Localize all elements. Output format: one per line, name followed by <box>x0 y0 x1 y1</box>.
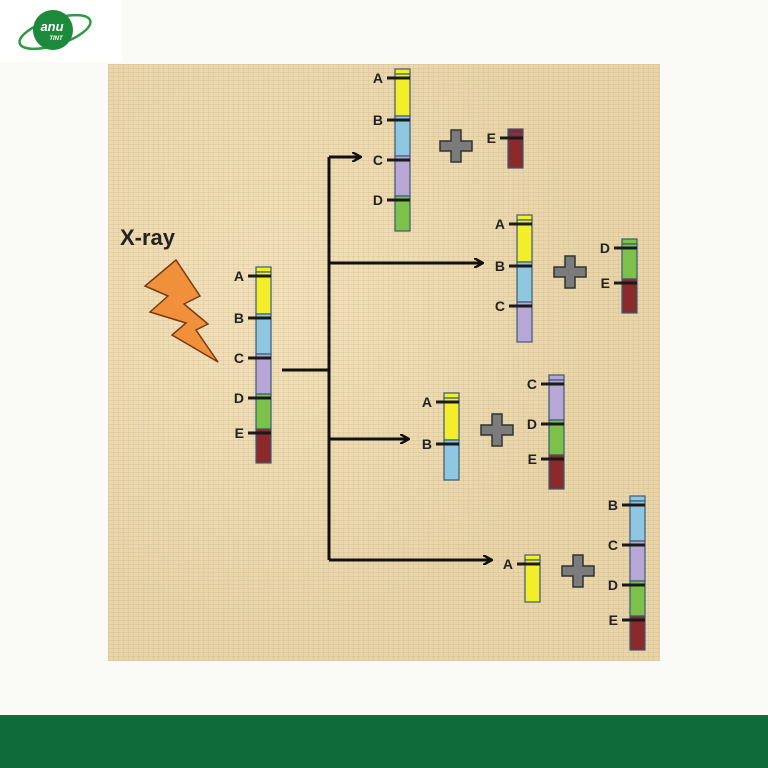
band-label-B: B <box>422 436 432 452</box>
logo-graphic: anu TINT <box>18 10 92 51</box>
segment-B <box>443 439 460 481</box>
band-label-C: C <box>495 298 505 314</box>
segment-A <box>516 219 533 263</box>
chromosome-cap <box>524 554 541 561</box>
band-label-D: D <box>234 390 244 406</box>
product-1-right-fragment: E <box>487 128 524 169</box>
segment-E <box>629 615 646 651</box>
segment-C <box>255 353 272 395</box>
chromosome-cap <box>255 266 272 273</box>
band-label-C: C <box>373 152 383 168</box>
product-1-plus <box>439 129 473 163</box>
segment-C <box>629 540 646 582</box>
band-label-D: D <box>600 240 610 256</box>
chromosome-cap <box>443 392 460 399</box>
segment-B <box>394 115 411 157</box>
segment-C <box>394 155 411 197</box>
band-label-B: B <box>495 258 505 274</box>
lightning-bolt-icon <box>143 258 219 363</box>
band-label-D: D <box>527 416 537 432</box>
company-logo: anu TINT <box>0 0 122 62</box>
band-label-A: A <box>495 216 505 232</box>
plus-icon <box>480 413 514 447</box>
band-label-C: C <box>527 376 537 392</box>
product-4-left-fragment: A <box>503 554 541 603</box>
chromosome-cap <box>548 374 565 381</box>
product-3-left-fragment: AB <box>422 392 460 481</box>
product-4-plus <box>561 554 595 588</box>
band-label-E: E <box>235 425 244 441</box>
segment-B <box>629 500 646 542</box>
segment-A <box>255 271 272 315</box>
segment-B <box>255 313 272 355</box>
xray-label: X-ray <box>120 225 176 250</box>
segment-C <box>516 301 533 343</box>
product-4-right-fragment: B C D E <box>608 495 646 651</box>
segment-A <box>394 73 411 117</box>
footer-bar <box>0 715 768 768</box>
product-3-plus <box>480 413 514 447</box>
logo-text-main: anu <box>40 19 63 34</box>
plus-icon <box>553 255 587 289</box>
segment-C <box>548 379 565 421</box>
band-label-E: E <box>487 130 496 146</box>
band-label-B: B <box>234 310 244 326</box>
original-chromosome: A B C D E <box>234 266 272 464</box>
segment-E <box>621 278 638 314</box>
product-2-plus <box>553 255 587 289</box>
chromosome-cap <box>507 128 524 135</box>
chromosome-cap <box>621 238 638 245</box>
segment-D <box>394 195 411 232</box>
plus-icon <box>561 554 595 588</box>
plus-icon <box>439 129 473 163</box>
band-label-D: D <box>608 577 618 593</box>
chromosome-cap <box>394 68 411 75</box>
band-label-B: B <box>373 112 383 128</box>
product-2-right-fragment: DE <box>600 238 638 314</box>
logo-globe <box>33 10 73 50</box>
band-label-B: B <box>608 497 618 513</box>
band-label-A: A <box>422 394 432 410</box>
segment-E <box>255 428 272 464</box>
band-label-D: D <box>373 192 383 208</box>
band-label-C: C <box>234 350 244 366</box>
logo-text-sub: TINT <box>49 36 64 42</box>
band-label-A: A <box>234 268 244 284</box>
chromosome-cap <box>516 214 533 221</box>
segment-A <box>443 397 460 441</box>
band-label-A: A <box>373 70 383 86</box>
band-label-C: C <box>608 537 618 553</box>
product-2-left-fragment: A B C <box>495 214 533 343</box>
product-3-right-fragment: C D E <box>527 374 565 490</box>
segment-A <box>524 559 541 603</box>
band-label-A: A <box>503 556 513 572</box>
branching-arrows <box>282 157 491 560</box>
segment-E <box>548 454 565 490</box>
segment-B <box>516 261 533 303</box>
band-label-E: E <box>528 451 537 467</box>
chromosome-cap <box>629 495 646 502</box>
segment-E <box>507 133 524 169</box>
band-label-E: E <box>609 612 618 628</box>
band-label-E: E <box>601 275 610 291</box>
product-1-left-fragment: A B C D <box>373 68 411 232</box>
